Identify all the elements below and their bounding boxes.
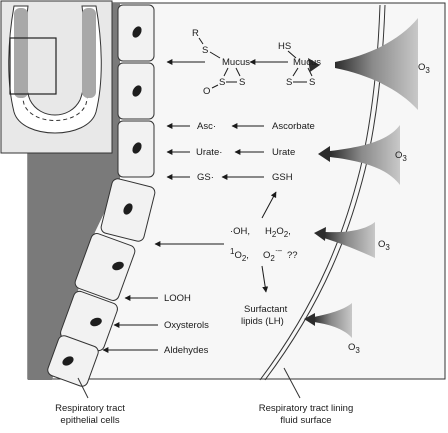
mucus-s-label: S — [202, 45, 208, 56]
cell-nucleus — [132, 142, 142, 154]
mucus-r-label: R — [192, 28, 199, 39]
mucus-s-label: S — [286, 77, 292, 88]
airway-lumen — [14, 8, 28, 98]
mucus-oxidized-label: Mucus — [222, 57, 250, 68]
ozone-plume — [314, 303, 352, 338]
ascorbate-label: Ascorbate — [272, 121, 315, 132]
cell-nuclei — [62, 26, 142, 366]
mucus-native: HS Mucus S S — [278, 41, 321, 88]
ozone-arrowhead — [304, 313, 315, 326]
reaction-arrows — [102, 59, 288, 353]
mucus-native-label: Mucus — [293, 57, 321, 68]
lining-callout-line — [283, 367, 301, 399]
ozone-arrowhead — [308, 58, 320, 72]
mucus-o-label: O — [203, 86, 210, 97]
inset-zoom-box — [9, 37, 57, 95]
epithelial-cell — [74, 233, 136, 301]
urate-label: Urate — [272, 147, 295, 158]
airway-inset — [0, 0, 113, 154]
epithelial-caption: Respiratory tract — [55, 403, 125, 414]
lining-caption-line2: fluid surface — [280, 415, 331, 426]
epithelial-caption-line2: epithelial cells — [60, 415, 119, 426]
asc-radical-label: Asc· — [197, 121, 216, 132]
gsh-label: GSH — [272, 172, 293, 183]
aldehydes-label: Aldehydes — [164, 345, 209, 356]
ozone-arrowhead — [314, 227, 326, 241]
superoxide-label: O2·– — [263, 246, 283, 263]
singlet-oxygen-label: 1O2, — [230, 247, 249, 263]
ozone-plume — [335, 18, 418, 110]
looh-label: LOOH — [164, 293, 191, 304]
ozone-labels: O3 O3 O3 O3 — [348, 62, 430, 355]
airway-lumen — [82, 8, 96, 98]
ozone-label: O3 — [348, 342, 360, 355]
mucus-s-label: S — [239, 77, 245, 88]
oxysterols-label: Oxysterols — [164, 320, 209, 331]
ozone-arrowhead — [318, 146, 330, 162]
ozone-label: O3 — [378, 239, 390, 252]
ozone-plumes — [304, 18, 418, 338]
ozone-label: O3 — [418, 62, 430, 75]
mucus-s-label: S — [219, 77, 225, 88]
mucus-oxidized: R S Mucus S S O — [192, 28, 250, 97]
surfactant-label: Surfactant — [244, 304, 288, 315]
cell-nucleus — [62, 356, 74, 366]
mucus-s-label: S — [309, 77, 315, 88]
urate-radical-label: Urate· — [196, 147, 222, 158]
mucus-hs-label: HS — [278, 41, 291, 52]
cell-nucleus — [112, 261, 124, 271]
arrow — [261, 191, 277, 219]
cell-nucleus — [132, 26, 142, 38]
hydrogen-peroxide-label: H2O2, — [265, 226, 291, 239]
unknown-species-label: ?? — [287, 250, 298, 261]
arrow — [261, 265, 269, 293]
cell-nucleus — [132, 85, 142, 97]
epithelial-callout-line — [77, 377, 89, 399]
lining-caption: Respiratory tract lining — [259, 403, 354, 414]
ozone-plume — [324, 222, 375, 258]
ozone-label: O3 — [395, 150, 407, 163]
surfactant-lipids-label: lipids (LH) — [241, 316, 284, 327]
hydroxyl-radical-label: ·OH, — [230, 226, 250, 237]
cell-nucleus — [90, 317, 102, 327]
ozone-plume — [330, 125, 400, 185]
cell-nucleus — [123, 203, 133, 215]
gs-radical-label: GS· — [197, 172, 214, 183]
